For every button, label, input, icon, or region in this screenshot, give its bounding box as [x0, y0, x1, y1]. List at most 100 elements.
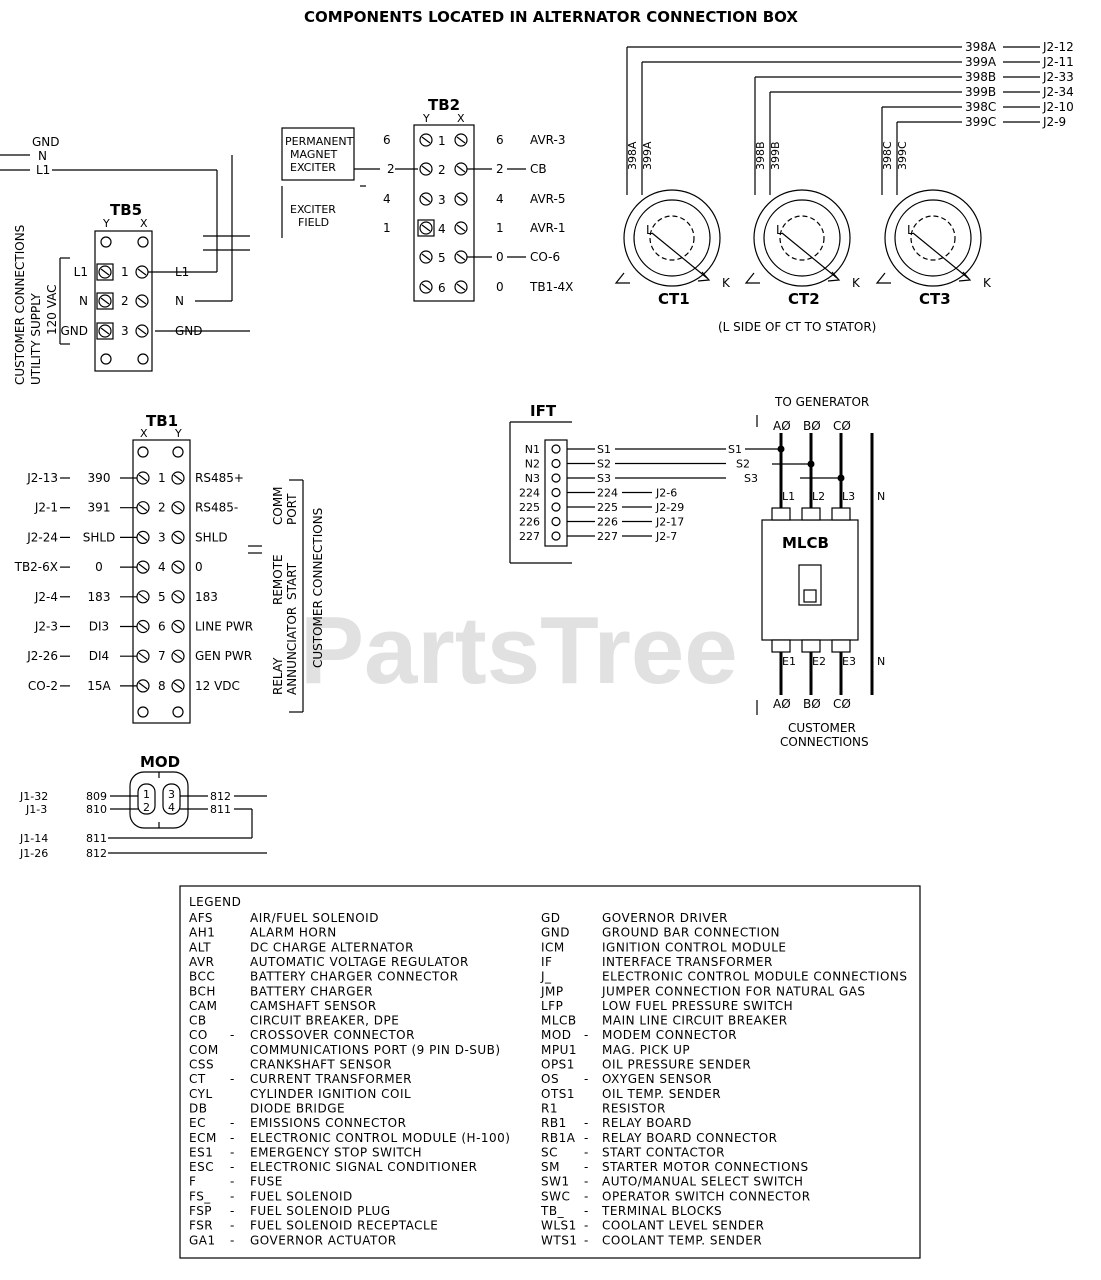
ct-lead-6: 399C	[896, 141, 909, 170]
tb5-left-label-1: L1	[74, 265, 88, 279]
tb2-dest-5: CO-6	[530, 250, 560, 264]
legend-right-abbr-16: RB1A	[541, 1131, 576, 1145]
legend-right-dash-19: -	[584, 1175, 589, 1189]
ct-wire-dest-5: J2-10	[1042, 100, 1074, 114]
tb2-right-wire-1: 6	[496, 133, 504, 147]
legend-left-desc-22: FUEL SOLENOID RECEPTACLE	[250, 1219, 438, 1233]
legend-left-desc-8: CIRCUIT BREAKER, DPE	[250, 1014, 399, 1028]
legend-right-abbr-21: TB_	[540, 1204, 565, 1218]
tb1-wire-7: DI4	[89, 649, 109, 663]
ift-left-1: N1	[525, 443, 540, 456]
legend-right-abbr-20: SWC	[541, 1189, 570, 1203]
ift-name: IFT	[530, 402, 557, 420]
tb1-src-3: J2-24	[26, 530, 58, 544]
ct-l-mark-3: L	[907, 223, 914, 237]
legend-left-dash-19: -	[230, 1175, 235, 1189]
mlcb-phase-bottom-2: BØ	[803, 697, 821, 711]
ift-dest-2: S2	[736, 458, 750, 471]
legend-left-desc-9: CROSSOVER CONNECTOR	[250, 1028, 415, 1042]
mlcb-line-term-1: L1	[782, 490, 795, 503]
ift-left-2: N2	[525, 458, 540, 471]
legend-right-dash-21: -	[584, 1204, 589, 1218]
legend-right-abbr-12: OS	[541, 1072, 559, 1086]
mlcb-neutral-bottom: N	[877, 655, 885, 668]
legend-left-desc-18: ELECTRONIC SIGNAL CONDITIONER	[250, 1160, 477, 1174]
legend-left-desc-17: EMERGENCY STOP SWITCH	[250, 1145, 422, 1159]
legend-left-abbr-20: FS_	[189, 1189, 211, 1203]
ift-dest-6: J2-17	[655, 516, 684, 529]
ift-left-6: 226	[519, 516, 540, 529]
mlcb-phase-top-3: CØ	[833, 419, 851, 433]
legend-right-desc-14: RESISTOR	[602, 1101, 666, 1115]
legend-right-desc-20: OPERATOR SWITCH CONNECTOR	[602, 1189, 811, 1203]
legend-left-desc-15: EMISSIONS CONNECTOR	[250, 1116, 406, 1130]
watermark: PartsTree TM	[300, 596, 795, 704]
legend-right-desc-16: RELAY BOARD CONNECTOR	[602, 1131, 778, 1145]
legend-right-abbr-11: OPS1	[541, 1058, 575, 1072]
legend-left-dash-15: -	[230, 1116, 235, 1130]
legend-right-dash-9: -	[584, 1028, 589, 1042]
tb5-top-n: N	[38, 149, 47, 163]
tb2-terminal-5: 5	[438, 251, 446, 265]
ct-lead-4: 399B	[769, 141, 782, 170]
legend-right-dash-20: -	[584, 1189, 589, 1203]
tb1-wire-1: 390	[88, 471, 111, 485]
ift-dest-3: S3	[744, 472, 758, 485]
tb5-terminal-1: 1	[121, 265, 129, 279]
legend-left-abbr-15: EC	[189, 1116, 206, 1130]
svg-text:X: X	[140, 427, 148, 440]
legend-right-desc-3: IGNITION CONTROL MODULE	[602, 940, 786, 954]
legend-left-desc-10: COMMUNICATIONS PORT (9 PIN D-SUB)	[250, 1043, 501, 1057]
legend-left-desc-4: AUTOMATIC VOLTAGE REGULATOR	[250, 955, 469, 969]
legend-left-abbr-7: CAM	[189, 999, 217, 1013]
legend-right-desc-15: RELAY BOARD	[602, 1116, 692, 1130]
mod-left-src-1: J1-32	[19, 790, 48, 803]
tb5-side-label-1: CUSTOMER CONNECTIONS	[13, 225, 27, 385]
ct-name-2: CT2	[788, 290, 820, 308]
ct-wire-label-3: 398B	[965, 70, 996, 84]
tb1-group-comm-2: PORT	[285, 493, 299, 525]
tb1-side-label: CUSTOMER CONNECTIONS	[311, 508, 325, 668]
ct-lead-2: 399A	[641, 141, 654, 170]
ct-wire-dest-6: J2-9	[1042, 115, 1066, 129]
tb2-terminal-3: 3	[438, 193, 446, 207]
ct-lead-1: 398A	[626, 141, 639, 170]
svg-text:1: 1	[143, 788, 150, 801]
ift-right-3: S3	[597, 472, 611, 485]
mod-left-src-2: J1-3	[25, 803, 47, 816]
legend-left-abbr-5: BCC	[189, 970, 215, 984]
tb1-src-2: J2-1	[34, 501, 58, 515]
mlcb-phase-top-1: AØ	[773, 419, 791, 433]
tb1-terminal-8: 8	[158, 679, 166, 693]
ift-right-4: 224	[597, 487, 618, 500]
ct-k-mark-1: K	[722, 276, 731, 290]
mod-connector: MOD 1 2 3 4 J1-32 809 J1-3 810 812 811 J…	[19, 753, 267, 860]
legend-right-dash-16: -	[584, 1131, 589, 1145]
tb1-terminal-1: 1	[158, 471, 166, 485]
legend-left-desc-19: FUSE	[250, 1175, 283, 1189]
tb2-block: TB2 Y X PERMANENT MAGNET EXCITER EXCITER…	[281, 96, 573, 302]
ct-wire-label-5: 398C	[965, 100, 996, 114]
tb5-terminal-3: 3	[121, 324, 129, 338]
tb2-right-wire-2: 2	[496, 162, 504, 176]
tb1-terminal-5: 5	[158, 590, 166, 604]
ct-wire-dest-1: J2-12	[1042, 40, 1074, 54]
svg-text:Y: Y	[174, 427, 182, 440]
ct-wire-label-2: 399A	[965, 55, 997, 69]
legend-left-desc-12: CURRENT TRANSFORMER	[250, 1072, 412, 1086]
legend-right-desc-19: AUTO/MANUAL SELECT SWITCH	[602, 1175, 803, 1189]
tb5-top-gnd: GND	[32, 135, 60, 149]
ift-left-7: 227	[519, 530, 540, 543]
mod-right-wire-1: 812	[210, 790, 231, 803]
tb5-name: TB5	[110, 201, 142, 219]
mlcb-load-term-2: E2	[812, 655, 826, 668]
ift-dest-1: S1	[728, 443, 742, 456]
legend-right-abbr-8: MLCB	[541, 1014, 577, 1028]
legend-right-abbr-9: MOD	[541, 1028, 572, 1042]
legend-left-desc-20: FUEL SOLENOID	[250, 1189, 353, 1203]
legend-right-desc-5: ELECTRONIC CONTROL MODULE CONNECTIONS	[602, 970, 908, 984]
tb1-name: TB1	[146, 412, 178, 430]
legend-left-desc-21: FUEL SOLENOID PLUG	[250, 1204, 391, 1218]
